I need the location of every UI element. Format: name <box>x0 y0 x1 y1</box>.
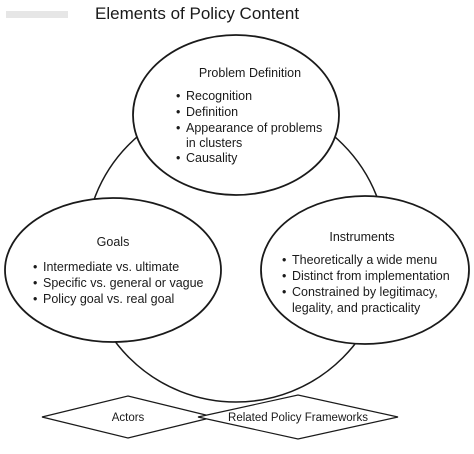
bullet-marker: • <box>33 276 37 290</box>
related-frameworks-label: Related Policy Frameworks <box>228 412 368 424</box>
list-item: Distinct from implementation <box>292 269 450 283</box>
list-item: Definition <box>186 105 238 119</box>
related-frameworks-diamond <box>197 394 399 440</box>
list-item: Policy goal vs. real goal <box>43 292 174 306</box>
bullet-marker: • <box>282 285 286 299</box>
list-item: Constrained by legitimacy, <box>292 285 438 299</box>
bullet-marker: • <box>282 253 286 267</box>
bullet-marker: • <box>282 269 286 283</box>
problem-definition-heading: Problem Definition <box>199 66 301 80</box>
list-item: Recognition <box>186 89 252 103</box>
list-item: Theoretically a wide menu <box>292 253 437 267</box>
goals-ellipse <box>4 197 222 343</box>
list-item: Appearance of problems <box>186 121 322 135</box>
actors-label: Actors <box>112 412 145 424</box>
bullet-marker: • <box>176 121 180 135</box>
diagram-title: Elements of Policy Content <box>95 4 299 23</box>
bullet-marker: • <box>176 89 180 103</box>
goals-list: • Intermediate vs. ultimate • Specific v… <box>33 260 204 306</box>
list-item-continuation: in clusters <box>186 136 242 150</box>
bullet-marker: • <box>33 292 37 306</box>
bullet-marker: • <box>176 151 180 165</box>
bullet-marker: • <box>176 105 180 119</box>
goals-heading: Goals <box>97 235 130 249</box>
problem-definition-ellipse <box>132 34 340 196</box>
list-item: Specific vs. general or vague <box>43 276 204 290</box>
instruments-list: • Theoretically a wide menu • Distinct f… <box>282 253 450 315</box>
instruments-heading: Instruments <box>329 230 394 244</box>
list-item: Intermediate vs. ultimate <box>43 260 179 274</box>
list-item: Causality <box>186 151 238 165</box>
problem-definition-list: • Recognition • Definition • Appearance … <box>176 89 322 165</box>
scan-smudge <box>6 11 68 18</box>
list-item-continuation: legality, and practicality <box>292 301 421 315</box>
bullet-marker: • <box>33 260 37 274</box>
instruments-ellipse <box>260 195 470 345</box>
